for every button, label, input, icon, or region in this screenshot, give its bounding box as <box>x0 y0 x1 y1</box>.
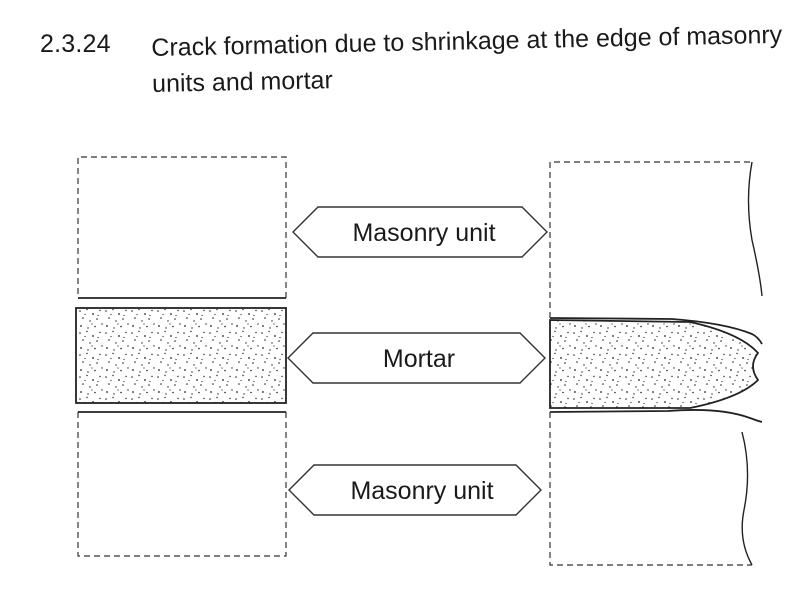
left-bottom-masonry-unit <box>77 412 287 557</box>
right-top-masonry-unit-bottom-edge <box>549 317 763 345</box>
label-masonry-unit-top: Masonry unit <box>292 206 548 258</box>
label-mortar: Mortar <box>287 332 546 384</box>
right-assembly <box>549 161 763 566</box>
label-tag-shape <box>288 464 542 516</box>
right-bottom-masonry-unit-outer-edge <box>741 431 753 566</box>
label-tag-shape <box>292 206 548 258</box>
right-top-masonry-unit <box>549 161 752 318</box>
right-bottom-masonry-unit <box>549 412 752 566</box>
left-mortar-joint <box>75 307 287 404</box>
right-bottom-masonry-unit-top-edge <box>549 409 763 423</box>
label-masonry-unit-bottom: Masonry unit <box>288 464 542 516</box>
label-mortar-text: Mortar <box>383 345 455 373</box>
label-masonry-unit-top-text: Masonry unit <box>352 219 495 247</box>
left-assembly <box>75 156 287 557</box>
label-masonry-unit-bottom-text: Masonry unit <box>350 477 493 505</box>
label-tag-shape <box>287 332 546 384</box>
right-shrunken-mortar-joint <box>549 319 760 409</box>
left-top-masonry-unit <box>77 156 287 298</box>
figure-number: 2.3.24 <box>40 30 111 58</box>
right-top-masonry-unit-outer-edge <box>747 161 763 297</box>
